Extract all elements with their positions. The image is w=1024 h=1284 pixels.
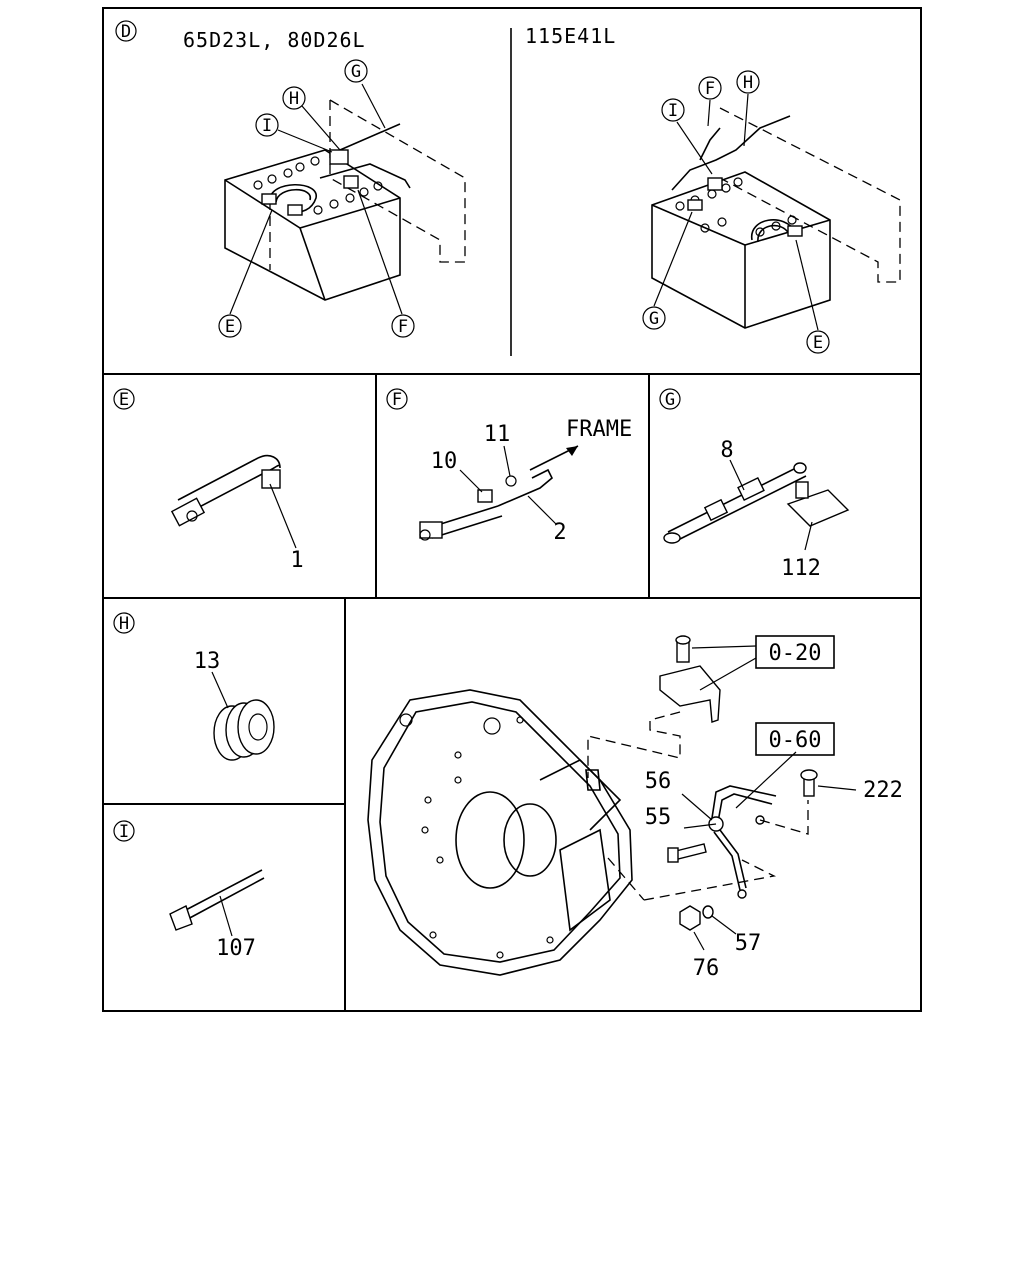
panel-e: E 1 — [113, 388, 304, 573]
main-part-222: 222 — [863, 778, 903, 803]
left-callout-h: H — [289, 89, 299, 109]
panel-f: F FRAME 10 11 2 — [386, 388, 632, 545]
panel-h: H 13 — [113, 612, 275, 761]
panel-f-part-2: 2 — [553, 520, 566, 545]
panel-i-letter: I — [119, 822, 129, 842]
panel-e-letter: E — [119, 390, 129, 410]
main-part-76: 76 — [693, 956, 720, 981]
right-callout-i: I — [668, 101, 678, 121]
grommet-drawing — [211, 671, 275, 761]
terminal-cable-drawing — [663, 459, 850, 551]
ref-0-60: 0-60 — [769, 728, 822, 753]
panel-g: G 8 112 — [659, 388, 850, 581]
panel-f-frame-label: FRAME — [566, 417, 632, 442]
ground-cable-drawing — [419, 445, 579, 541]
cable-tie-drawing — [169, 869, 265, 937]
diagram-frame — [102, 7, 922, 1012]
right-callout-g: G — [649, 309, 659, 329]
panel-g-letter: G — [665, 390, 675, 410]
right-callout-h: H — [743, 73, 753, 93]
ref-0-20: 0-20 — [769, 641, 822, 666]
panel-d: D 65D23L, 80D26L 115E41L — [115, 20, 901, 354]
left-callout-i: I — [262, 116, 272, 136]
panel-f-part-10: 10 — [431, 449, 458, 474]
panel-main: 0-20 0-60 56 55 222 57 76 — [367, 635, 903, 981]
panel-d-right-title: 115E41L — [525, 24, 616, 48]
left-callout-g: G — [351, 62, 361, 82]
right-callout-f: F — [705, 79, 715, 99]
panel-g-part-8: 8 — [720, 438, 733, 463]
panel-i-part-107: 107 — [216, 936, 256, 961]
left-callout-e: E — [225, 317, 235, 337]
right-battery-drawing: F H I G E — [642, 70, 901, 354]
main-part-55: 55 — [645, 805, 672, 830]
bell-housing-drawing — [367, 689, 633, 976]
panel-f-part-11: 11 — [484, 422, 511, 447]
panel-d-left-title: 65D23L, 80D26L — [183, 28, 366, 52]
panel-f-letter: F — [392, 390, 402, 410]
right-callout-e: E — [813, 333, 823, 353]
panel-h-part-13: 13 — [194, 649, 221, 674]
battery-cable-drawing — [170, 454, 297, 549]
reference-box-0-20: 0-20 — [755, 635, 835, 669]
bracket-and-ground-cable-drawing — [587, 635, 857, 951]
main-part-56: 56 — [645, 769, 672, 794]
panel-d-letter: D — [121, 22, 131, 42]
left-battery-drawing: G H I E F — [218, 59, 466, 338]
panel-h-letter: H — [119, 614, 129, 634]
panel-e-part-1: 1 — [290, 548, 303, 573]
reference-box-0-60: 0-60 — [755, 722, 835, 756]
panel-i: I 107 — [113, 820, 265, 961]
panel-g-part-112: 112 — [781, 556, 821, 581]
left-callout-f: F — [398, 317, 408, 337]
main-part-57: 57 — [735, 931, 762, 956]
